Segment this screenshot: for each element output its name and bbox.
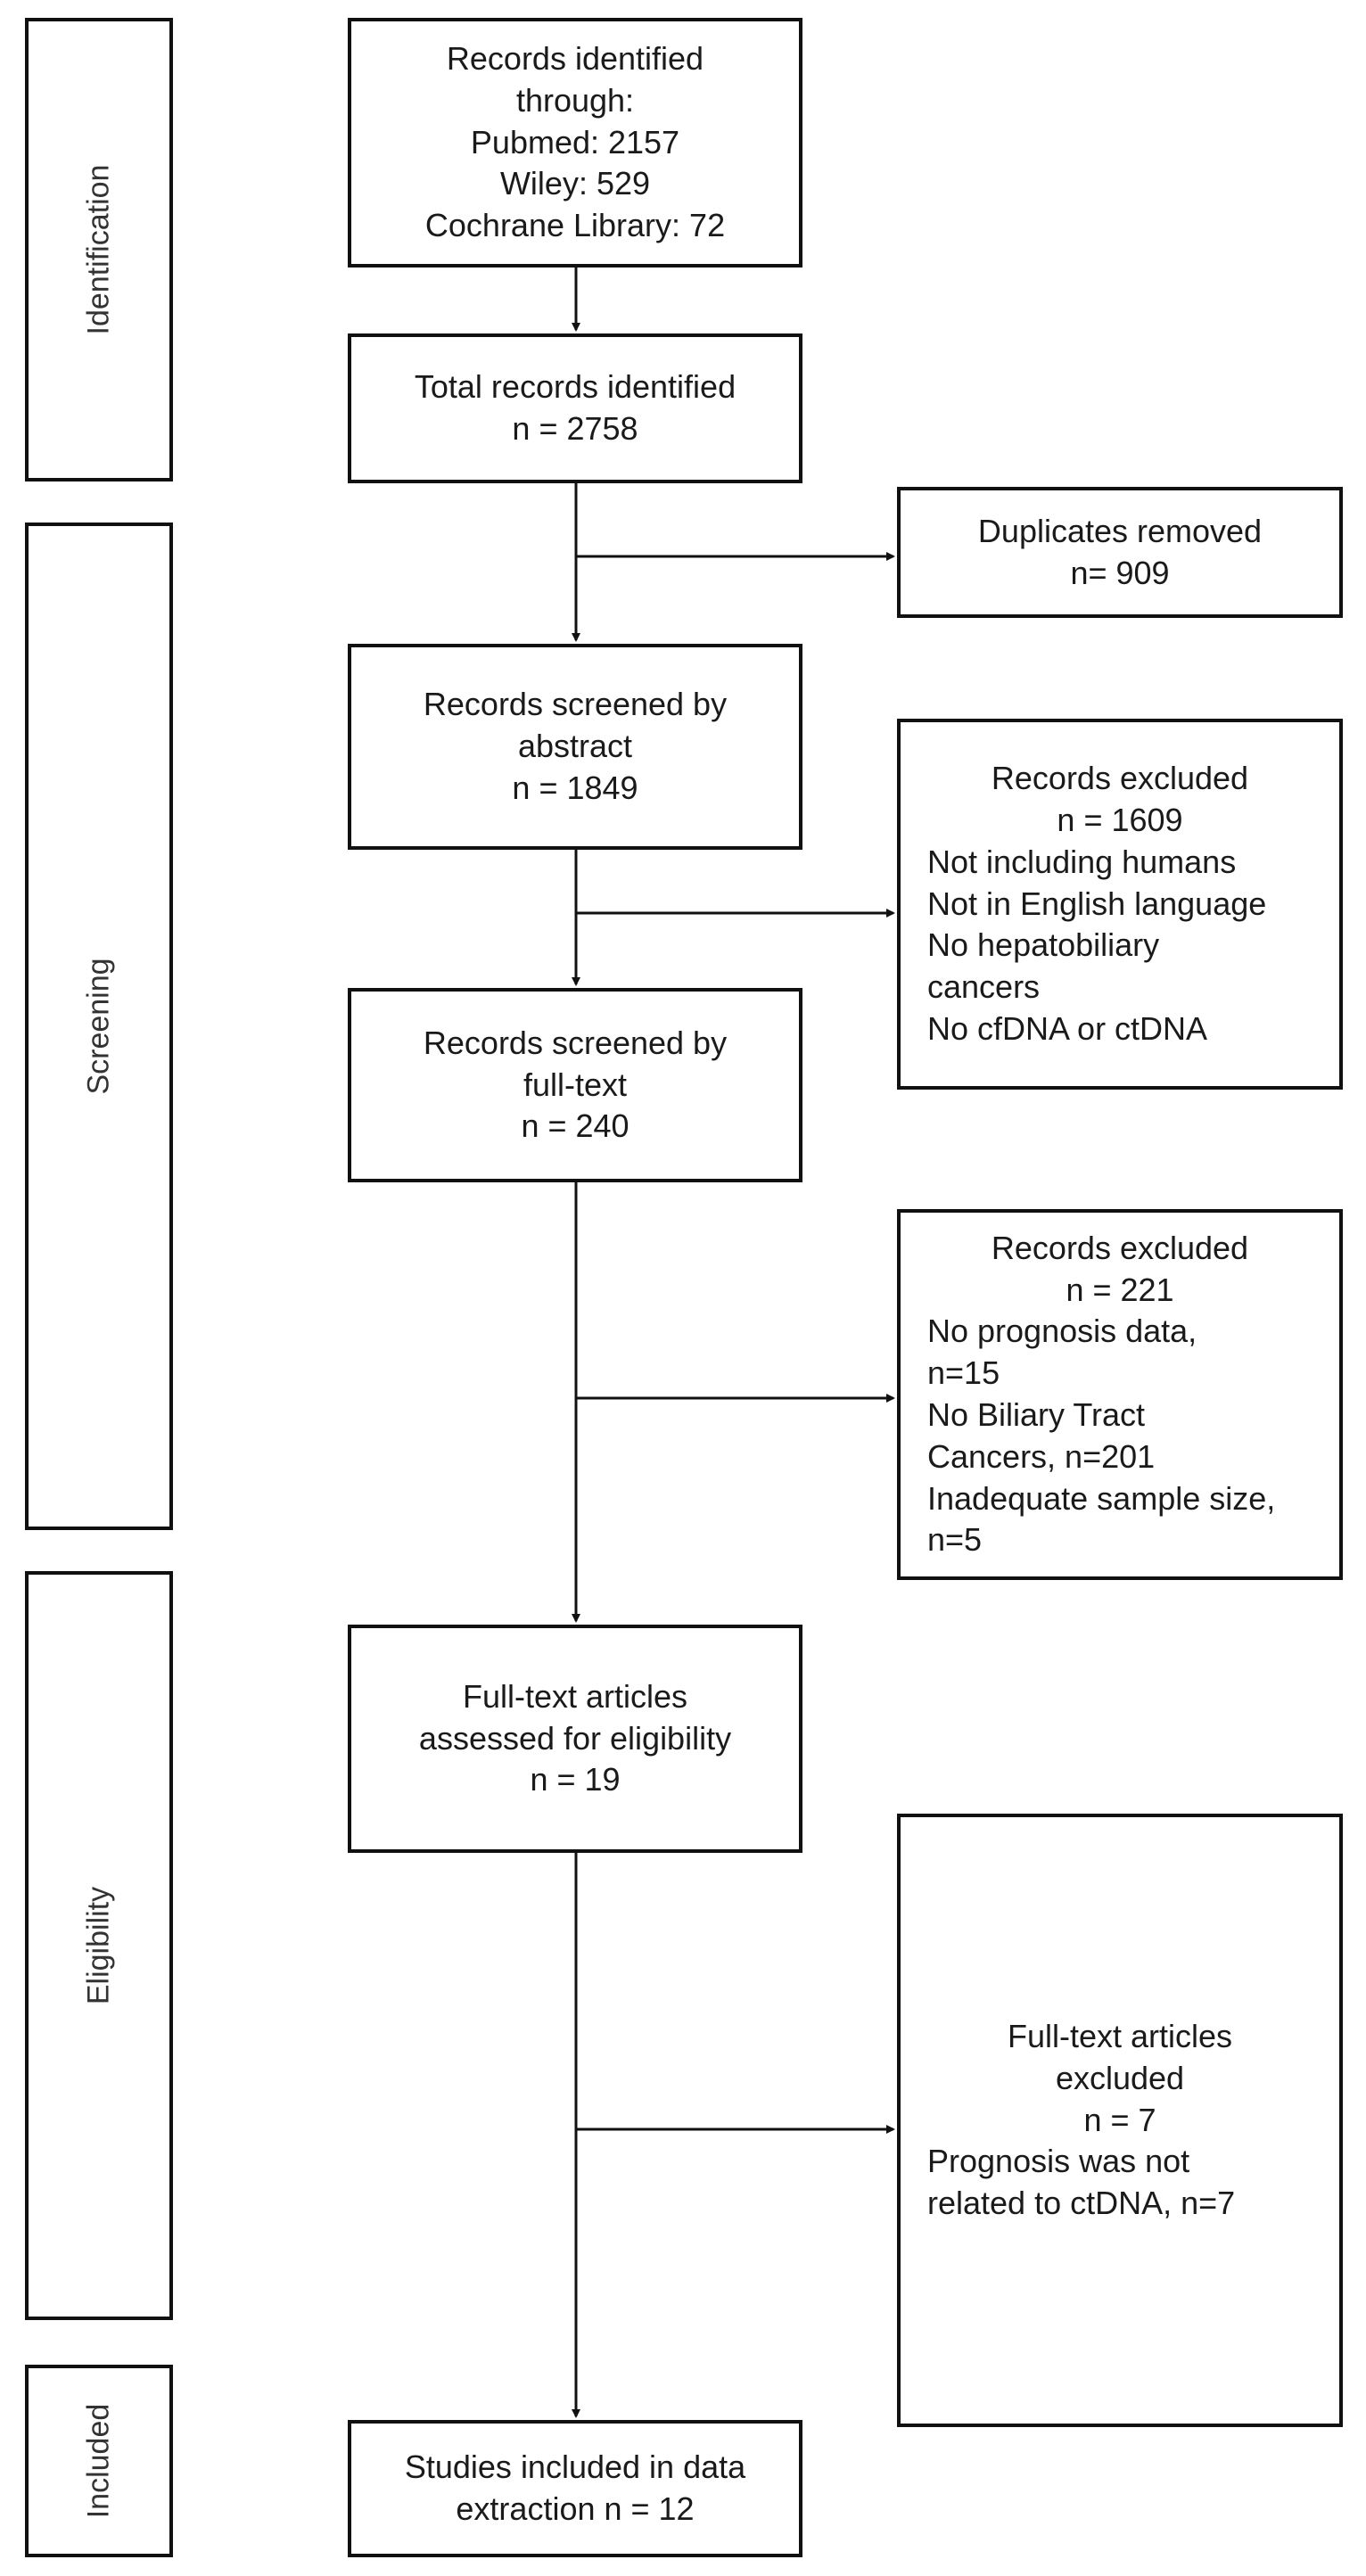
box-records-identified: Records identified through: Pubmed: 2157… <box>348 18 802 267</box>
box-line: n = 2758 <box>512 410 638 447</box>
phase-included: Included <box>25 2365 173 2557</box>
box-heading: Full-text articles <box>1007 2018 1233 2054</box>
exclusion-reason: No Biliary Tract <box>927 1396 1146 1433</box>
box-line: Cochrane Library: 72 <box>424 207 726 244</box>
phase-identification: Identification <box>25 18 173 481</box>
box-line: through: <box>515 81 635 119</box>
box-line: full-text <box>523 1066 628 1103</box>
box-line: Wiley: 529 <box>499 165 651 202</box>
exclusion-reason: Inadequate sample size, <box>927 1479 1276 1517</box>
box-line: n = 240 <box>521 1107 630 1145</box>
box-line: n= 909 <box>1070 554 1170 591</box>
box-studies-included: Studies included in data extraction n = … <box>348 2420 802 2557</box>
box-screened-fulltext: Records screened by full-text n = 240 <box>348 988 802 1182</box>
box-line: Records screened by <box>423 686 728 723</box>
box-eligibility: Full-text articles assessed for eligibil… <box>348 1625 802 1853</box>
box-line: Records screened by <box>423 1024 728 1061</box>
exclusion-reason: related to ctDNA, n=7 <box>927 2185 1236 2222</box>
box-heading: excluded <box>1055 2059 1185 2096</box>
box-line: assessed for eligibility <box>418 1719 732 1757</box>
box-heading: Records excluded <box>991 760 1249 797</box>
exclusion-reason: Prognosis was not <box>927 2143 1190 2180</box>
exclusion-reason: No cfDNA or ctDNA <box>927 1009 1208 1047</box>
box-duplicates-removed: Duplicates removed n= 909 <box>897 487 1343 618</box>
box-line: Records identified <box>446 40 704 77</box>
exclusion-reason: n=5 <box>927 1521 983 1559</box>
box-line: Studies included in data <box>404 2448 746 2486</box>
exclusion-reason: cancers <box>927 968 1041 1006</box>
phase-screening: Screening <box>25 523 173 1530</box>
box-line: extraction n = 12 <box>456 2490 695 2527</box>
box-line: n = 19 <box>530 1761 621 1798</box>
box-total-records: Total records identified n = 2758 <box>348 333 802 483</box>
box-heading: Records excluded <box>991 1229 1249 1266</box>
phase-eligibility: Eligibility <box>25 1571 173 2320</box>
exclusion-reason: Not including humans <box>927 843 1237 880</box>
box-heading: n = 1609 <box>1057 802 1183 838</box>
box-heading: n = 221 <box>1066 1271 1174 1308</box>
box-excluded-eligibility: Full-text articles excluded n = 7 Progno… <box>897 1814 1343 2427</box>
box-line: Pubmed: 2157 <box>470 123 680 160</box>
box-excluded-fulltext: Records excluded n = 221 No prognosis da… <box>897 1209 1343 1580</box>
exclusion-reason: No prognosis data, <box>927 1313 1197 1350</box>
box-excluded-abstract: Records excluded n = 1609 Not including … <box>897 719 1343 1090</box>
box-line: Duplicates removed <box>977 512 1263 549</box>
exclusion-reason: Not in English language <box>927 885 1267 922</box>
box-line: Full-text articles <box>462 1677 688 1715</box>
box-heading: n = 7 <box>1083 2101 1156 2138</box>
box-line: Total records identified <box>414 368 736 406</box>
box-line: abstract <box>517 728 633 765</box>
box-line: n = 1849 <box>512 769 638 806</box>
exclusion-reason: No hepatobiliary <box>927 926 1160 964</box>
box-screened-abstract: Records screened by abstract n = 1849 <box>348 644 802 850</box>
exclusion-reason: n=15 <box>927 1354 1000 1392</box>
exclusion-reason: Cancers, n=201 <box>927 1437 1156 1475</box>
